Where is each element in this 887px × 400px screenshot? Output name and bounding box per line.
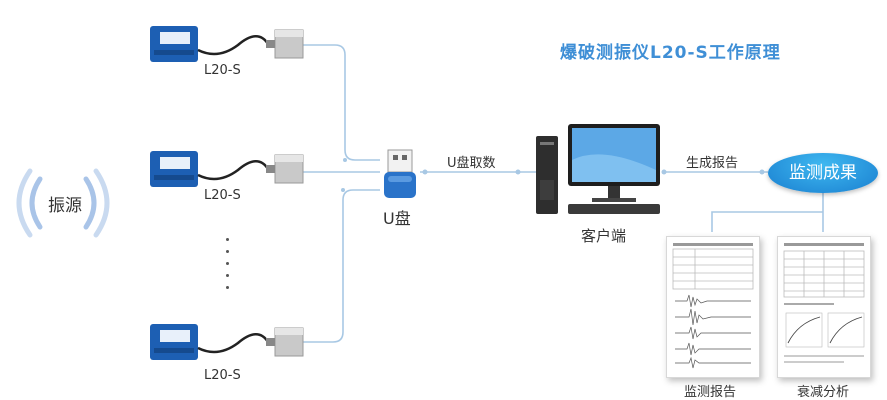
analysis-thumbnail [783,243,865,363]
computer-label: 客户端 [581,227,627,245]
report-thumbnail [672,243,754,369]
device-1 [148,20,308,70]
vibration-recorder-icon [150,151,304,187]
device-2-label: L20-S [204,188,241,203]
diagram-title: 爆破测振仪L20-S工作原理 [560,43,781,63]
computer-flow-label: 生成报告 [686,156,739,171]
usb-drive-icon [384,149,416,198]
desktop-computer-icon [536,124,660,214]
line-device1-to-usb [300,44,380,161]
vibration-recorder-icon [150,324,304,360]
source-label: 振源 [48,196,82,216]
monitoring-report-document [666,236,760,378]
vibration-wave-icon [16,168,110,238]
device-3 [148,318,308,368]
device-1-label: L20-S [204,63,241,78]
usb-flow-label: U盘取数 [447,156,496,171]
usb-label: U盘 [383,209,411,228]
attenuation-analysis-document [777,236,871,378]
line-device3-to-usb [300,189,380,343]
report-1-label: 监测报告 [684,385,737,400]
line-result-to-reports [711,193,824,232]
device-2 [148,145,308,195]
vibration-recorder-icon [150,26,304,62]
device-3-label: L20-S [204,368,241,383]
report-2-label: 衰减分析 [797,385,850,400]
result-bubble: 监测成果 [768,153,878,193]
